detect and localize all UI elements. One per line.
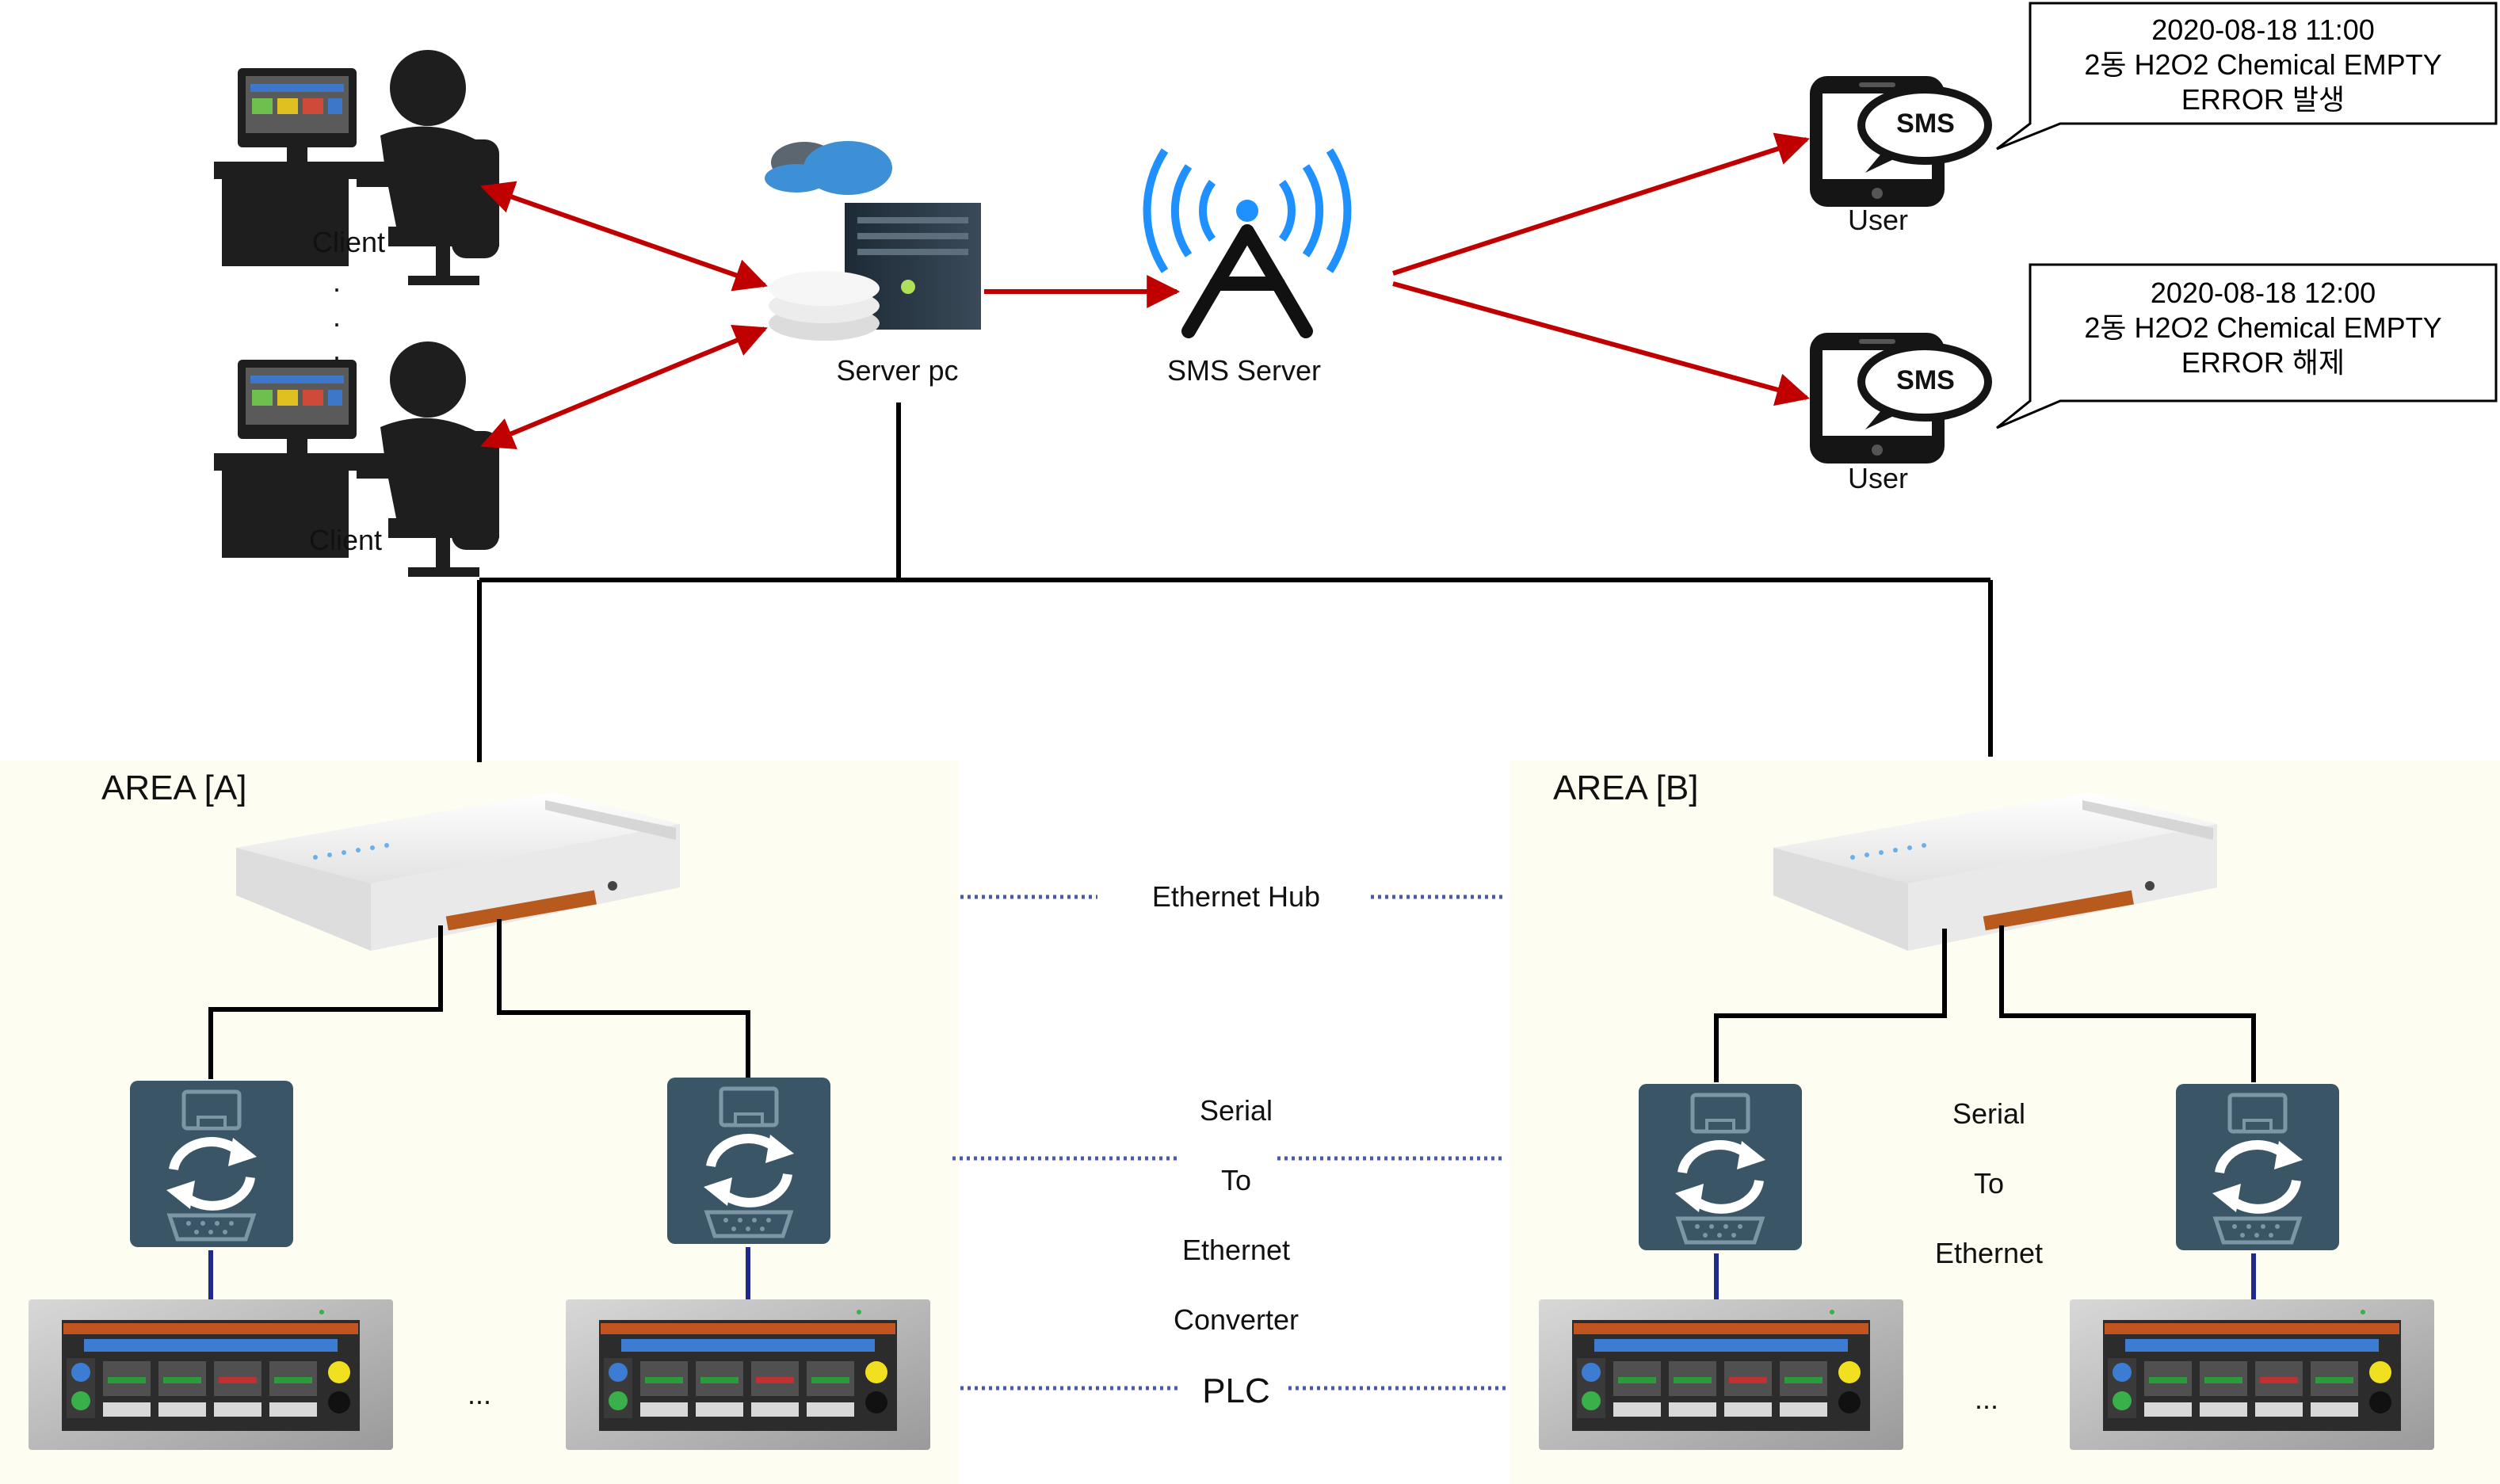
- sms-message-1-line-1: 2020-08-18 11:00: [2151, 13, 2375, 46]
- area-a-serial-lines: [208, 1247, 750, 1299]
- client-dot-3: .: [332, 334, 341, 366]
- ethernet-hub-label: Ethernet Hub: [1151, 880, 1321, 913]
- area-b-ellipsis: ...: [1974, 1383, 1998, 1415]
- serial-converter-icon-b1: [1639, 1084, 1802, 1250]
- area-a-title: AREA [A]: [101, 769, 247, 807]
- client-dot-1: .: [332, 265, 341, 298]
- serial-converter-icon-b2: [2176, 1084, 2339, 1250]
- converter-label-line-3: Ethernet: [1181, 1234, 1291, 1266]
- area-b-converter-line-2: To: [1973, 1167, 2005, 1200]
- sms-tower-icon: [1143, 148, 1352, 338]
- client-label-2: Client: [308, 524, 383, 556]
- message-callout-2: [1996, 263, 2498, 429]
- sms-badge-1: SMS: [1896, 109, 1955, 139]
- sms-message-1: 2020-08-18 11:00 2동 H2O2 Chemical EMPTY …: [2030, 13, 2496, 117]
- plc-hmi-icon-b1: [1539, 1299, 1903, 1450]
- client-label-1: Client: [311, 226, 386, 258]
- arrow-sms-user1: [1392, 132, 1810, 276]
- sms-message-2-line-3: ERROR 해제: [2181, 346, 2345, 379]
- message-callout-1: [1996, 2, 2498, 151]
- arrow-sms-user2: [1392, 281, 1811, 406]
- plc-hmi-icon-a2: [566, 1299, 930, 1450]
- sms-message-2-line-1: 2020-08-18 12:00: [2150, 277, 2376, 309]
- area-b-title: AREA [B]: [1553, 769, 1699, 807]
- arrow-client1-server: [480, 181, 768, 292]
- area-b-converter-line-3: Ethernet: [1934, 1237, 2044, 1269]
- sms-message-2: 2020-08-18 12:00 2동 H2O2 Chemical EMPTY …: [2030, 276, 2496, 380]
- phone-icon-1: [1810, 76, 1988, 207]
- area-a-ellipsis: ...: [467, 1378, 491, 1410]
- converter-label-line-4: Converter: [1173, 1303, 1300, 1336]
- client-dot-2: .: [332, 300, 341, 333]
- network-tree-lines: [477, 402, 1993, 762]
- server-pc-icon: [765, 141, 981, 341]
- area-a-hub-lines: [208, 919, 750, 1079]
- area-b-converter-line-1: Serial: [1952, 1097, 2026, 1130]
- sms-message-1-line-2: 2동 H2O2 Chemical EMPTY: [2084, 48, 2442, 81]
- dotted-legend-links: [952, 895, 1506, 1391]
- sms-badge-2: SMS: [1896, 365, 1955, 395]
- area-b-hub-lines: [1714, 925, 2256, 1082]
- area-b-serial-lines: [1714, 1253, 2256, 1299]
- converter-label-line-1: Serial: [1199, 1094, 1273, 1127]
- server-pc-label: Server pc: [836, 354, 959, 387]
- serial-converter-icon-a2: [667, 1078, 830, 1244]
- sms-server-label: SMS Server: [1166, 354, 1322, 387]
- ethernet-hub-icon-b: [1773, 792, 2217, 951]
- arrow-client2-server: [480, 325, 768, 449]
- sms-message-1-line-3: ERROR 발생: [2181, 83, 2345, 116]
- user-label-1: User: [1847, 204, 1908, 236]
- plc-hmi-icon-b2: [2070, 1299, 2434, 1450]
- user-label-2: User: [1847, 462, 1908, 494]
- plc-label: PLC: [1202, 1371, 1270, 1410]
- phone-icon-2: [1810, 333, 1988, 464]
- sms-message-2-line-2: 2동 H2O2 Chemical EMPTY: [2084, 311, 2442, 344]
- serial-converter-icon-a1: [130, 1081, 293, 1247]
- converter-label-line-2: To: [1220, 1164, 1252, 1196]
- ethernet-hub-icon-a: [236, 792, 680, 951]
- plc-hmi-icon-a1: [29, 1299, 393, 1450]
